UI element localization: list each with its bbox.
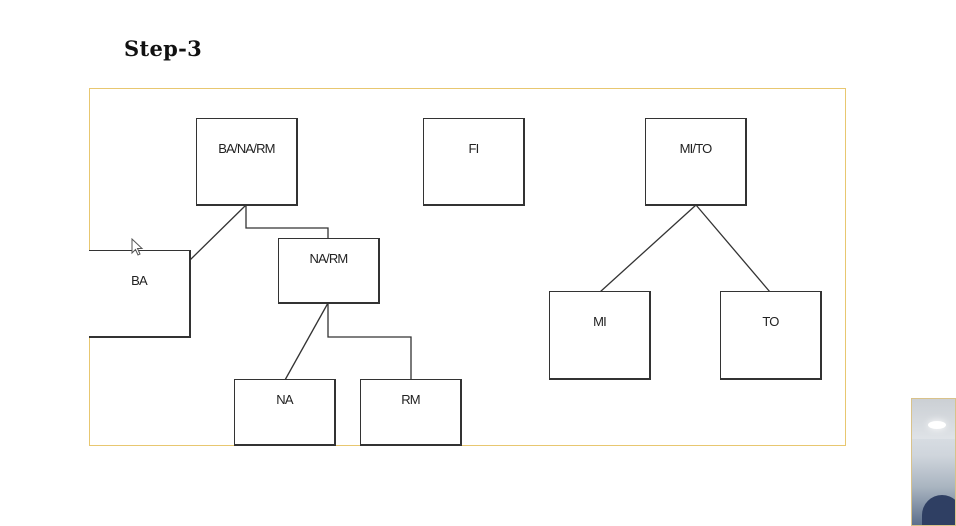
node-label-fi: FI: [468, 141, 480, 156]
node-na-rm: NA/RM: [278, 238, 380, 304]
edge-mito-to-mi: [599, 204, 697, 293]
node-fi: FI: [423, 118, 525, 206]
node-na: NA: [234, 379, 336, 446]
node-label-na-rm: NA/RM: [309, 251, 349, 266]
thumbnail-light: [928, 421, 946, 429]
edge-narm-to-na: [284, 302, 329, 381]
node-label-ba-na-rm: BA/NA/RM: [218, 141, 275, 156]
webcam-thumbnail[interactable]: [911, 398, 956, 526]
edge-bana-rm-to-narm: [245, 205, 329, 238]
thumbnail-person: [922, 495, 955, 525]
node-to: TO: [720, 291, 822, 380]
slide-title: Step-3: [124, 36, 203, 61]
node-label-na: NA: [276, 392, 293, 407]
thumbnail-ceiling: [912, 399, 955, 439]
node-rm: RM: [360, 379, 462, 446]
node-ba: BA: [89, 250, 191, 338]
node-label-mi-to: MI/TO: [679, 141, 713, 156]
node-label-mi: MI: [593, 314, 607, 329]
node-label-ba: BA: [131, 273, 148, 288]
edge-narm-to-rm: [327, 303, 412, 380]
node-label-to: TO: [762, 314, 779, 329]
node-label-rm: RM: [401, 392, 420, 407]
mouse-pointer-icon: [131, 238, 144, 256]
node-mi: MI: [549, 291, 651, 380]
edge-mito-to-to: [695, 204, 771, 293]
node-mi-to: MI/TO: [645, 118, 747, 206]
node-ba-na-rm: BA/NA/RM: [196, 118, 298, 206]
edge-bana-rm-to-ba: [189, 204, 247, 261]
